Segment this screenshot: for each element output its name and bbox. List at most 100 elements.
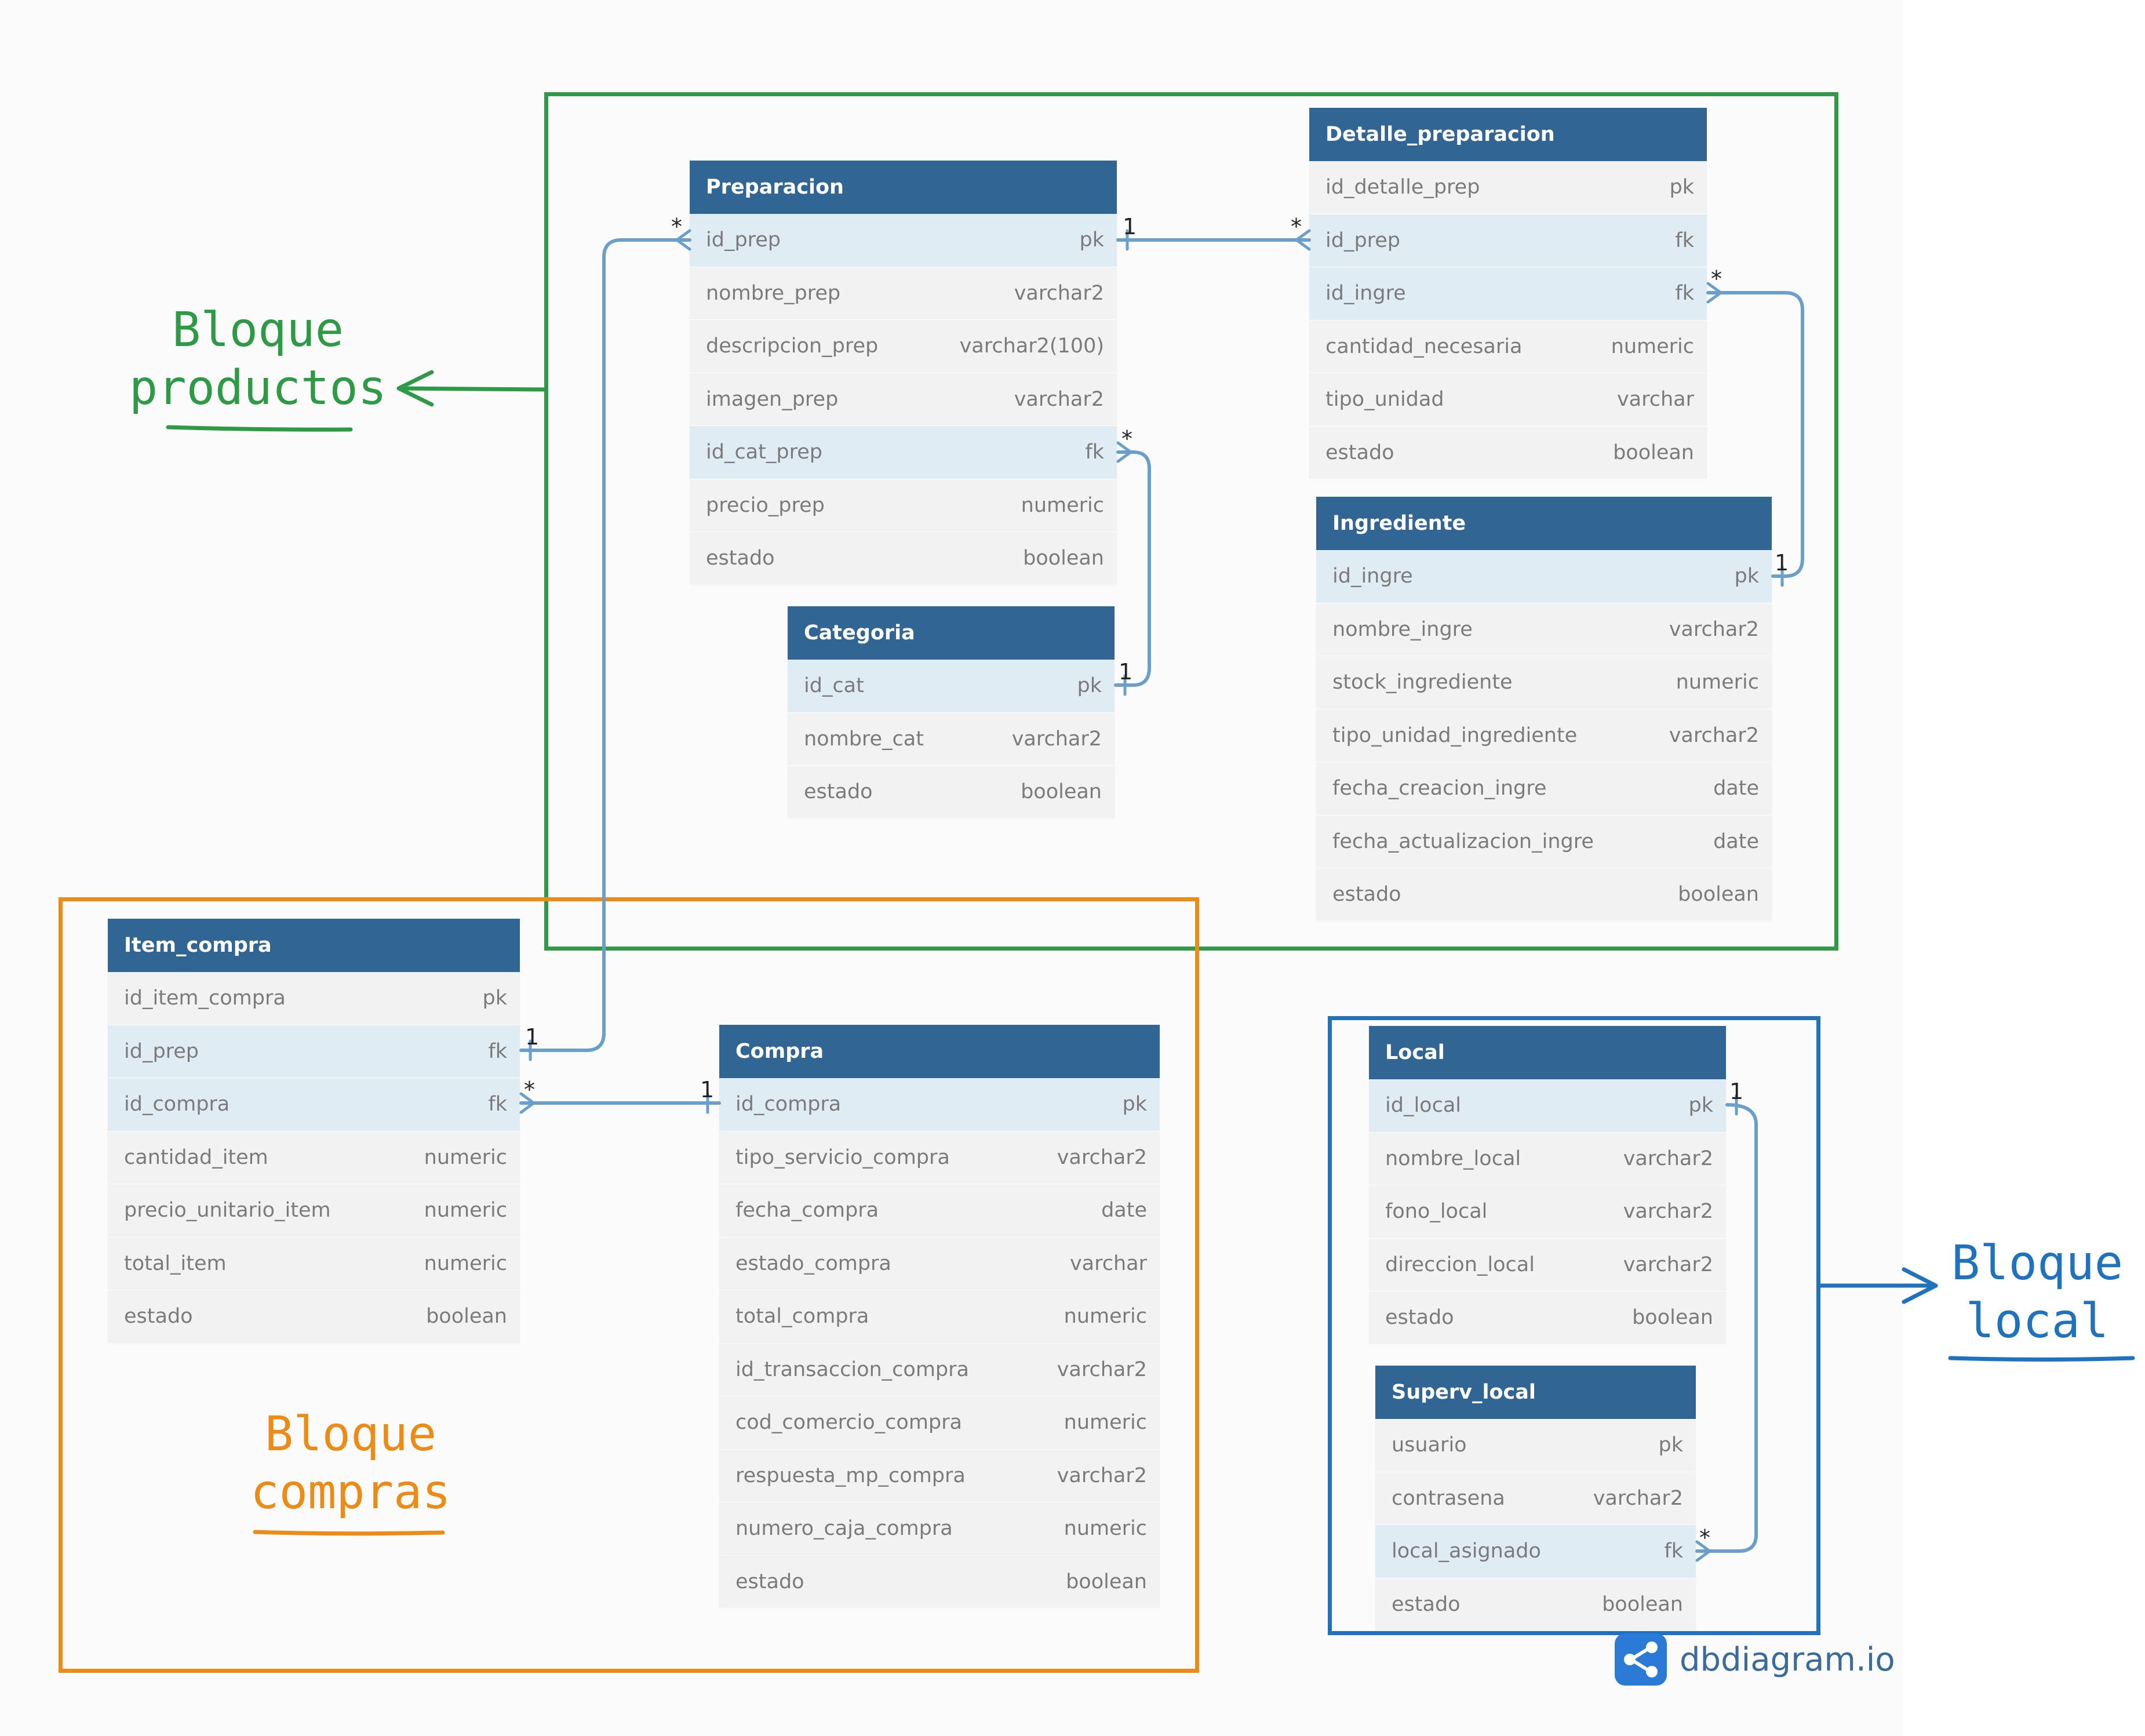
table-header[interactable]: Categoria xyxy=(788,606,1115,660)
field-name: id_local xyxy=(1385,1094,1461,1118)
field-name: cantidad_necesaria xyxy=(1325,334,1523,358)
field-name: nombre_cat xyxy=(804,727,924,751)
field-type: pk xyxy=(1079,228,1105,252)
table-header[interactable]: Item_compra xyxy=(108,919,520,972)
field-name: fecha_creacion_ingre xyxy=(1332,777,1547,800)
field-name: nombre_local xyxy=(1385,1147,1521,1170)
brand-suffix: .io xyxy=(1855,1640,1895,1679)
field-name: nombre_prep xyxy=(706,281,841,305)
field-type: numeric xyxy=(424,1199,507,1222)
table-header[interactable]: Preparacion xyxy=(690,161,1117,214)
table-header[interactable]: Detalle_preparacion xyxy=(1309,108,1707,161)
field-type: numeric xyxy=(1064,1517,1147,1541)
field-type: pk xyxy=(1734,565,1760,588)
label-productos-line1: Bloque xyxy=(172,303,344,358)
field-type: varchar2 xyxy=(1669,617,1759,641)
label-local-line1: Bloque xyxy=(1951,1236,2124,1291)
table-header[interactable]: Compra xyxy=(719,1025,1160,1078)
field-type: varchar2 xyxy=(1593,1486,1683,1510)
table-header[interactable]: Local xyxy=(1369,1026,1726,1079)
label-compras-line1: Bloque xyxy=(264,1407,437,1462)
field-name: estado xyxy=(735,1570,804,1593)
brand-name: dbdiagram xyxy=(1680,1640,1856,1679)
table-field-row[interactable]: id_prep pk xyxy=(690,214,1117,267)
field-name: id_prep xyxy=(1325,228,1401,252)
field-name: usuario xyxy=(1392,1433,1467,1457)
field-name: id_prep xyxy=(124,1039,199,1063)
field-name: id_prep xyxy=(706,228,781,252)
table-header[interactable]: Ingrediente xyxy=(1316,497,1772,550)
field-name: precio_prep xyxy=(706,493,825,517)
table-header[interactable]: Superv_local xyxy=(1375,1366,1696,1419)
field-type: varchar2 xyxy=(1623,1253,1713,1276)
field-name: fono_local xyxy=(1385,1200,1488,1224)
dbdiagram-brand[interactable]: dbdiagram.io xyxy=(1615,1633,1895,1686)
field-name: id_ingre xyxy=(1332,565,1413,588)
field-type: boolean xyxy=(1023,547,1104,570)
block-local-frame xyxy=(1328,1016,1820,1635)
field-type: fk xyxy=(1085,441,1104,464)
field-name: cantidad_item xyxy=(124,1145,268,1169)
field-name: id_cat xyxy=(804,674,864,698)
field-name: estado xyxy=(1385,1306,1454,1330)
table-field-row[interactable]: id_ingre pk xyxy=(1316,550,1772,603)
field-type: date xyxy=(1101,1199,1147,1222)
field-name: estado xyxy=(124,1305,193,1329)
